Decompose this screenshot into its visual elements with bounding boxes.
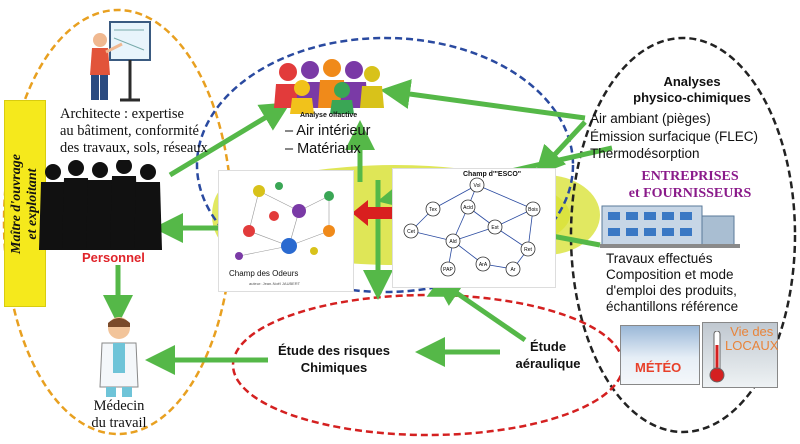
etude-aeraulique-label: Étude aéraulique (508, 338, 588, 372)
travaux-line-3: d'emploi des produits, (606, 283, 737, 298)
architect-text: Architecte : expertise au bâtiment, conf… (60, 106, 208, 157)
esco-node-label: Ald (449, 239, 456, 245)
esco-node (445, 233, 461, 249)
esco-node-label: PAP (443, 267, 453, 273)
analyse-olfactive-label: Analyse olfactive (300, 112, 358, 119)
architect-icon (90, 21, 151, 102)
olfactive-items: – Air intérieur – Matériaux (285, 122, 370, 158)
medecin-line-2: du travail (91, 415, 147, 431)
esco-node (403, 223, 419, 239)
meteo-photo: MÉTÉO (620, 325, 700, 385)
maitre-ouvrage-box: Maître d'ouvrage et exploitant (4, 100, 46, 307)
etude-risques-line-2: Chimiques (300, 360, 368, 375)
architect-line-1: Architecte : expertise (60, 106, 184, 122)
esco-node (460, 199, 476, 215)
travaux-line-1: Travaux effectués (606, 251, 713, 266)
meteo-label: MÉTÉO (635, 360, 682, 375)
esco-node (487, 219, 503, 235)
esco-edge (476, 184, 534, 210)
esco-node (425, 201, 441, 217)
personnel-silhouettes-icon (39, 160, 162, 250)
maitre-ouvrage-line1: Maître d'ouvrage (9, 153, 24, 254)
factory-building-icon (600, 205, 740, 248)
doctor-icon (99, 317, 139, 397)
etude-risques-label: Étude des risques Chimiques (270, 342, 398, 376)
champ-odeurs-label: Champ des Odeurs (229, 269, 299, 278)
analyses-item-thermo: Thermodésorption (590, 146, 700, 161)
esco-node-label: Vol (474, 183, 481, 189)
analyses-item-air: Air ambiant (pièges) (590, 111, 711, 126)
esco-node-label: Acid (463, 205, 473, 211)
travaux-line-4: échantillons référence (606, 299, 739, 314)
travaux-text: Travaux effectués Composition et mode d'… (606, 251, 738, 315)
etude-risques-line-1: Étude des risques (278, 343, 390, 358)
esco-node (440, 261, 456, 277)
personnel-label: Personnel (82, 250, 145, 265)
thermometer-icon (709, 331, 725, 383)
esco-node-label: Ar (511, 267, 516, 273)
architect-line-2: au bâtiment, conformité (60, 123, 199, 139)
etude-aeraulique-line-2: aéraulique (515, 356, 581, 371)
analyses-title: Analyses physico-chimiques (612, 74, 772, 106)
esco-node-label: Cet (407, 229, 415, 235)
analyses-title-line-1: Analyses (663, 74, 721, 89)
architect-line-3: des travaux, sols, réseaux (60, 140, 208, 156)
olfactive-panel-icon (274, 59, 384, 114)
esco-node (469, 177, 485, 193)
esco-node-label: ArA (479, 262, 488, 268)
vie-locaux-line-2: LOCAUX (725, 338, 779, 353)
entreprises-title: ENTREPRISES et FOURNISSEURS (620, 168, 760, 202)
champ-odeurs-panel: Champ des Odeurs auteur: Jean-Noël JAUBE… (218, 170, 354, 292)
champ-esco-label: Champ d'"ESCO" (463, 171, 522, 178)
esco-edge (432, 184, 478, 210)
entreprises-line-2: et FOURNISSEURS (628, 186, 752, 201)
esco-node (475, 256, 491, 272)
analyses-items: Air ambiant (pièges) Émission surfacique… (590, 110, 758, 163)
vie-locaux-label: Vie des LOCAUX (725, 325, 778, 353)
olfactive-item-materiaux: – Matériaux (285, 141, 361, 157)
esco-node-label: Est (491, 225, 499, 231)
travaux-line-2: Composition et mode (606, 267, 734, 282)
analyses-title-line-2: physico-chimiques (633, 90, 751, 105)
medecin-line-1: Médecin (93, 398, 145, 414)
vie-locaux-photo: Vie des LOCAUX (702, 322, 778, 388)
olfactive-item-air: – Air intérieur (285, 123, 371, 139)
vie-locaux-line-1: Vie des (730, 324, 774, 339)
champ-odeurs-credit: auteur: Jean-Noël JAUBERT (249, 281, 301, 286)
medecin-label: Médecin du travail (86, 398, 152, 432)
entreprises-line-1: ENTREPRISES (641, 169, 739, 184)
blue-dashed-ellipse (195, 36, 575, 294)
esco-node (520, 241, 536, 257)
esco-node-label: Ret (524, 247, 532, 253)
black-dashed-ellipse (569, 36, 797, 434)
analyses-item-flec: Émission surfacique (FLEC) (590, 128, 759, 144)
esco-node (525, 201, 541, 217)
esco-node-label: Bois (528, 207, 538, 213)
odeurs-network-graph (235, 182, 335, 260)
etude-aeraulique-line-1: Étude (529, 339, 567, 354)
esco-node (505, 261, 521, 277)
esco-node-label: Tex (429, 207, 437, 213)
